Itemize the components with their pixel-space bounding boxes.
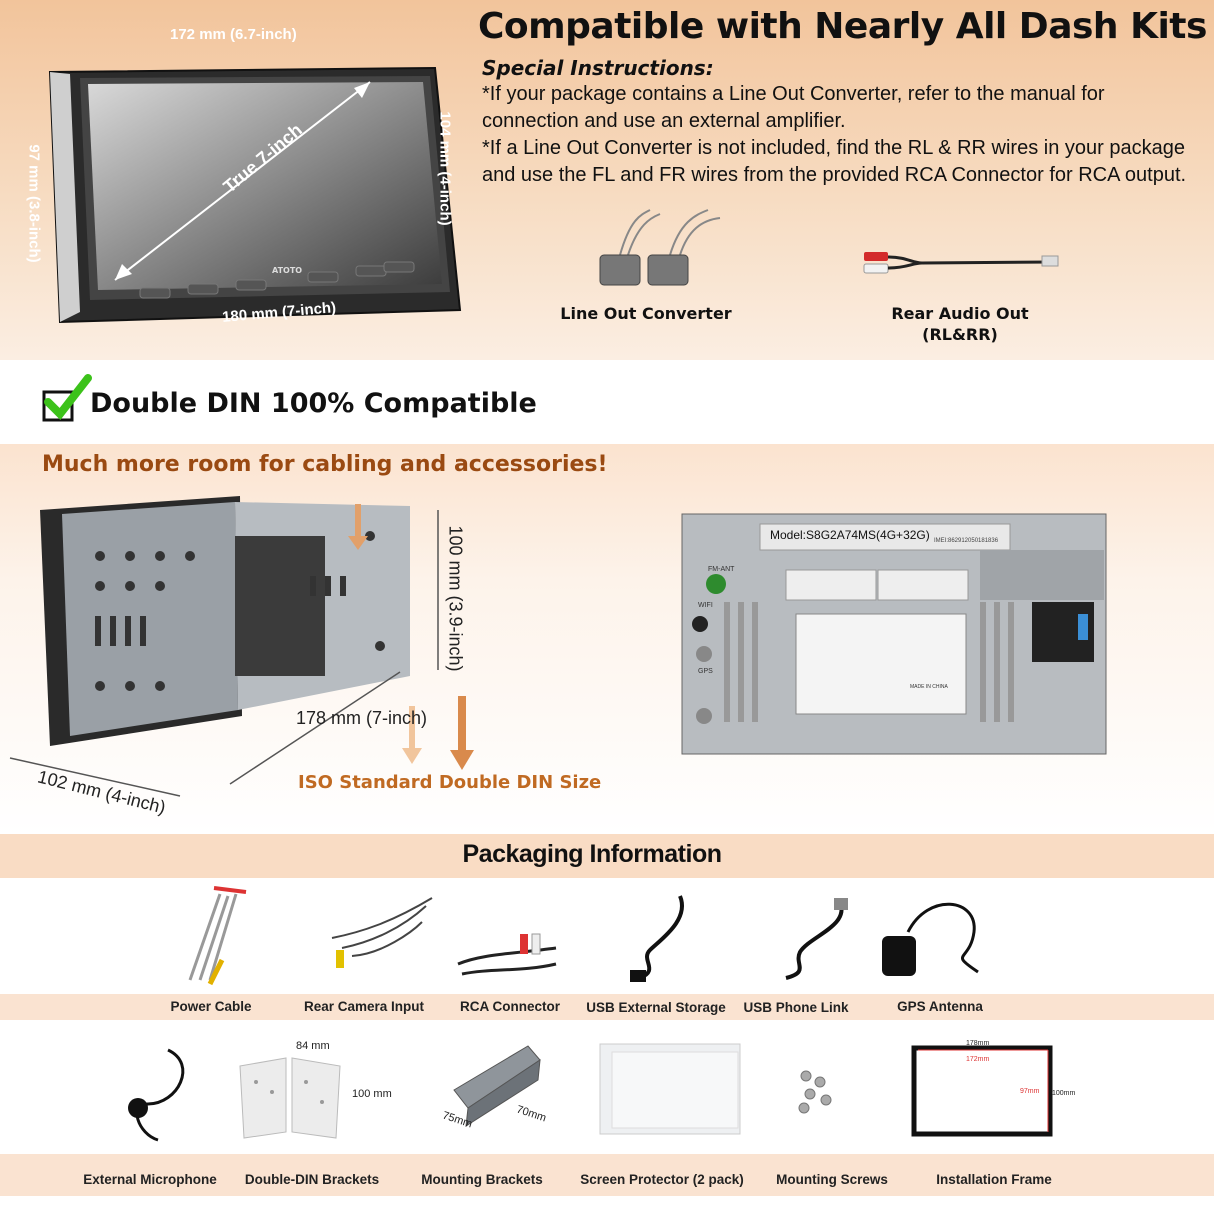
- packaging-row2-band: [0, 1154, 1214, 1196]
- mounting-brackets-image: [453, 1045, 541, 1127]
- frame-inner-height: 97mm: [1020, 1088, 1040, 1095]
- instruction-1: *If your package contains a Line Out Con…: [482, 83, 1105, 132]
- compatibility-row: [0, 360, 1214, 444]
- rear-fm-ant: FM-ANT: [708, 566, 735, 573]
- checkbox-check-icon: [42, 374, 92, 422]
- special-instructions-title: Special Instructions:: [482, 56, 714, 80]
- item-usb-external-storage: USB External Storage: [586, 1000, 726, 1015]
- rear-imei-label: IMEI:862912050181836: [934, 538, 999, 544]
- frame-outer-width: 178mm: [966, 1040, 990, 1047]
- rear-model-label: Model:S8G2A74MS(4G+32G): [770, 528, 930, 542]
- accessory-rear-audio-label: Rear Audio Out: [891, 304, 1029, 323]
- page-title: Compatible with Nearly All Dash Kits: [478, 6, 1207, 47]
- rear-wifi: WIFI: [698, 602, 713, 609]
- iso-standard-label: ISO Standard Double DIN Size: [298, 772, 602, 793]
- item-rca-connector: RCA Connector: [460, 999, 560, 1014]
- rear-audio-out-image: [863, 252, 1059, 274]
- usb-external-storage-image: [630, 895, 684, 982]
- frame-inner-width: 172mm: [966, 1056, 990, 1063]
- dim-chassis-height: 100 mm (3.9-inch): [445, 525, 466, 672]
- rear-gps: GPS: [698, 668, 713, 675]
- accessory-rear-audio-sub: (RL&RR): [922, 325, 998, 344]
- dim-width: 172 mm (6.7-inch): [170, 26, 297, 43]
- bracket-height-dim: 100 mm: [352, 1088, 392, 1100]
- chassis-illustration: [9, 496, 474, 797]
- cabling-room-headline: Much more room for cabling and accessori…: [42, 452, 608, 477]
- dim-chassis-width: 178 mm (7-inch): [296, 708, 428, 728]
- accessory-line-out-label: Line Out Converter: [560, 304, 732, 323]
- item-rear-camera-input: Rear Camera Input: [303, 999, 425, 1014]
- item-usb-phone-link: USB Phone Link: [743, 1000, 849, 1015]
- line-out-converter-image: [599, 209, 721, 286]
- item-external-microphone: External Microphone: [83, 1172, 217, 1187]
- frame-outer-height: 100mm: [1052, 1090, 1076, 1097]
- item-double-din-brackets: Double-DIN Brackets: [244, 1172, 380, 1187]
- screen-protector-image: [599, 1043, 741, 1135]
- installation-frame-image: [911, 1045, 1053, 1137]
- double-din-brackets-image: [239, 1057, 341, 1139]
- item-power-cable: Power Cable: [170, 999, 252, 1014]
- rear-camera-input-image: [331, 897, 433, 968]
- gps-antenna-image: [882, 902, 979, 976]
- usb-phone-link-image: [785, 898, 848, 980]
- item-screen-protector: Screen Protector (2 pack): [580, 1172, 744, 1187]
- power-cable-image: [188, 886, 247, 986]
- item-gps-antenna: GPS Antenna: [897, 999, 983, 1014]
- rear-made-in: MADE IN CHINA: [910, 684, 948, 690]
- item-mounting-screws: Mounting Screws: [776, 1172, 888, 1187]
- brand-logo: ATOTO: [272, 266, 303, 275]
- external-microphone-image: [128, 1048, 185, 1142]
- packaging-title-bar: [0, 834, 1214, 878]
- rca-connector-image: [457, 933, 557, 976]
- dim-left-height: 97 mm (3.8-inch): [25, 144, 43, 263]
- packaging-title: Packaging Information: [462, 840, 722, 868]
- bracket-width-dim: 84 mm: [296, 1040, 330, 1052]
- head-unit-illustration: [48, 66, 462, 324]
- item-installation-frame: Installation Frame: [936, 1172, 1052, 1187]
- item-mounting-brackets: Mounting Brackets: [421, 1172, 543, 1187]
- rear-panel-illustration: [681, 513, 1107, 755]
- double-din-compatible: Double DIN 100% Compatible: [90, 388, 537, 419]
- dim-right-height: 104 mm (4-inch): [436, 111, 454, 226]
- instruction-2: *If a Line Out Converter is not included…: [482, 137, 1187, 186]
- mounting-screws-image: [798, 1070, 832, 1114]
- packaging-row1-band: [0, 994, 1214, 1020]
